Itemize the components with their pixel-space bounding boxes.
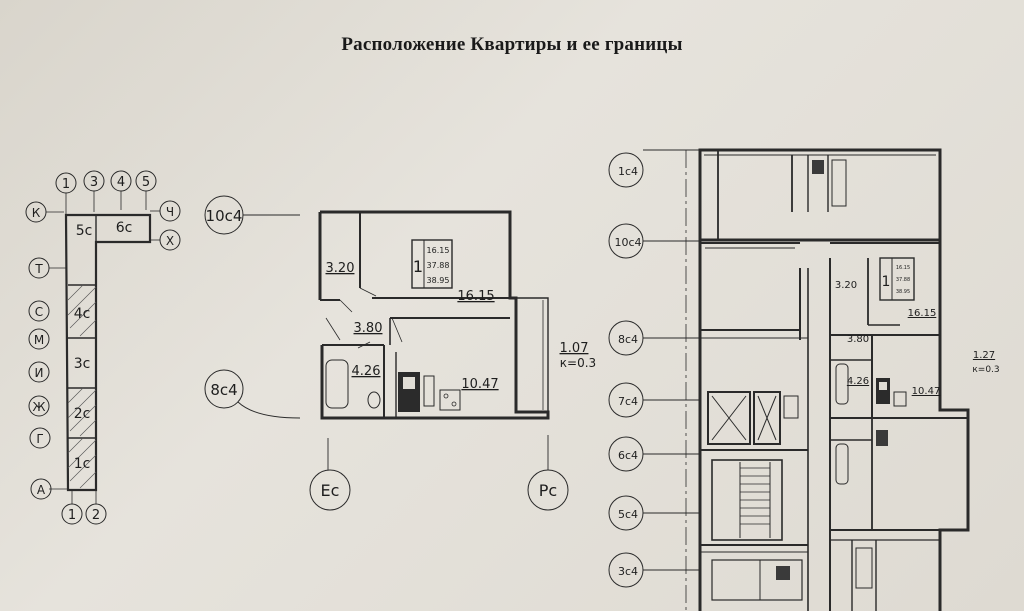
balcony-coefficient-label: к=0.3 — [560, 356, 596, 370]
apartment-plan: 10с4 8с4 Ес Рс — [204, 195, 596, 511]
svg-text:16.15: 16.15 — [427, 246, 450, 255]
svg-text:М: М — [34, 333, 44, 347]
floor-axis-1c4: 1с4 — [608, 152, 644, 188]
svg-text:Ч: Ч — [166, 205, 174, 219]
svg-text:10с4: 10с4 — [614, 236, 641, 249]
kitchen-area-label: 10.47 — [461, 377, 498, 392]
key-plan-bottom-axis-1: 1 — [61, 503, 83, 525]
svg-text:К: К — [32, 206, 41, 220]
svg-text:1с4: 1с4 — [618, 165, 638, 178]
svg-text:3с4: 3с4 — [618, 565, 638, 578]
apartment-stamp: 1 16.15 37.88 38.95 — [411, 239, 453, 289]
section-3c-label: 3с — [74, 356, 91, 372]
svg-text:38.95: 38.95 — [896, 289, 910, 295]
key-plan-row-axis-k: К — [25, 201, 47, 223]
svg-text:И: И — [35, 366, 44, 380]
svg-text:4: 4 — [117, 175, 125, 190]
axis-bubble-ec: Ес — [309, 469, 351, 511]
axis-bubble-pc: Рс — [527, 469, 569, 511]
svg-text:38.95: 38.95 — [427, 276, 450, 285]
key-plan-row-axis-s: С — [28, 300, 50, 322]
floor-balcony-area-label: 1.27 — [973, 350, 995, 361]
key-plan-top-axis-1: 1 — [55, 172, 77, 194]
svg-text:7с4: 7с4 — [618, 395, 638, 408]
svg-text:16.15: 16.15 — [896, 265, 910, 271]
key-plan-row-axis-i: И — [28, 361, 50, 383]
axis-bubble-10c4: 10с4 — [204, 195, 244, 235]
floor-axis-10c4: 10с4 — [608, 223, 644, 259]
section-1c-label: 1с — [74, 456, 91, 472]
key-plan-top-axis-4: 4 — [110, 170, 132, 192]
section-4c-label: 4с — [74, 306, 91, 322]
key-plan-row-axis-a: А — [30, 478, 52, 500]
svg-text:Г: Г — [36, 432, 43, 446]
key-plan-top-axis-3: 3 — [83, 170, 105, 192]
svg-text:37.88: 37.88 — [896, 277, 910, 283]
floor-living-room-area-label: 16.15 — [908, 308, 937, 319]
floor-hallway-area-label: 3.80 — [847, 334, 869, 345]
svg-text:10с4: 10с4 — [206, 207, 243, 225]
svg-text:5: 5 — [142, 175, 150, 190]
svg-text:1: 1 — [68, 508, 76, 523]
svg-text:1: 1 — [882, 274, 891, 290]
svg-text:А: А — [37, 483, 46, 497]
floor-axis-3c4: 3с4 — [608, 552, 644, 588]
svg-text:Ж: Ж — [33, 400, 46, 414]
axis-bubble-8c4: 8с4 — [204, 369, 244, 409]
key-plan-row-axis-g: Г — [29, 427, 51, 449]
floor-storage-area-label: 3.20 — [835, 280, 857, 291]
hallway-area-label: 3.80 — [354, 321, 383, 336]
key-plan-row-axis-zh: Ж — [28, 395, 50, 417]
key-plan: 1 3 4 5 К Т С — [25, 170, 181, 525]
floor-stamp: 1 16.15 37.88 38.95 — [879, 257, 915, 301]
svg-text:Ес: Ес — [321, 481, 340, 500]
key-plan-row-axis-m: М — [28, 328, 50, 350]
floor-balcony-coefficient-label: к=0.3 — [972, 365, 999, 375]
bathroom-area-label: 4.26 — [352, 364, 381, 379]
key-plan-row-axis-t: Т — [28, 257, 50, 279]
key-plan-row-axis-kh: Х — [159, 229, 181, 251]
section-6c-label: 6с — [116, 220, 133, 236]
svg-text:3: 3 — [90, 175, 98, 190]
key-plan-bottom-axis-2: 2 — [85, 503, 107, 525]
key-plan-top-axis-5: 5 — [135, 170, 157, 192]
floor-axis-5c4: 5с4 — [608, 495, 644, 531]
svg-text:8с4: 8с4 — [210, 381, 237, 399]
page-title: Расположение Квартиры и ее границы — [341, 34, 683, 55]
svg-text:1: 1 — [62, 177, 70, 192]
balcony-area-label: 1.07 — [560, 341, 589, 356]
svg-text:2: 2 — [92, 508, 100, 523]
floor-axis-6c4: 6с4 — [608, 436, 644, 472]
floor-axis-7c4: 7с4 — [608, 382, 644, 418]
key-plan-row-axis-ch: Ч — [159, 200, 181, 222]
svg-text:1: 1 — [413, 257, 423, 276]
svg-text:37.88: 37.88 — [427, 261, 450, 270]
floor-bathroom-area-label: 4.26 — [847, 376, 869, 387]
svg-text:Т: Т — [34, 262, 43, 276]
floor-kitchen-area-label: 10.47 — [912, 386, 941, 397]
storage-area-label: 3.20 — [326, 261, 355, 276]
section-5c-label: 5с — [76, 223, 93, 239]
svg-text:С: С — [35, 305, 43, 319]
section-2c-label: 2с — [74, 406, 91, 422]
svg-text:Рс: Рс — [539, 481, 557, 500]
svg-text:Х: Х — [166, 234, 174, 248]
living-room-area-label: 16.15 — [457, 289, 494, 304]
svg-text:5с4: 5с4 — [618, 508, 638, 521]
svg-text:8с4: 8с4 — [618, 333, 638, 346]
svg-text:6с4: 6с4 — [618, 449, 638, 462]
floor-plan: 1с4 10с4 8с4 7с4 6с4 5с4 3с4 — [608, 148, 1000, 611]
floor-axis-8c4: 8с4 — [608, 320, 644, 356]
